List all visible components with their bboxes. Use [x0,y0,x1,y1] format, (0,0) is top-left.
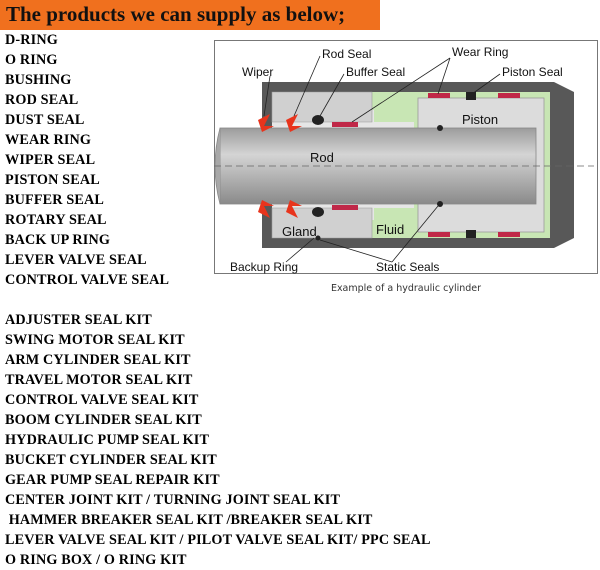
label-piston: Piston [462,112,498,127]
piston-seal-bottom [466,230,476,238]
static-seal-piston-bottom [437,201,443,207]
banner-title: The products we can supply as below; [6,2,346,26]
kit-list-item: HYDRAULIC PUMP SEAL KIT [5,432,210,448]
kit-list-item: CENTER JOINT KIT / TURNING JOINT SEAL KI… [5,492,341,508]
gland-wear-ring-top [332,122,358,127]
leader-lines [263,55,501,263]
piston-wear-ring-top-2 [498,93,520,98]
seal-list-item: WIPER SEAL [5,152,96,168]
hydraulic-cylinder-diagram: Rod Seal Wear Ring Wiper Buffer Seal Pis… [214,40,598,302]
seal-product-list: D-RING O RING BUSHING ROD SEAL DUST SEAL WEAR… [5,30,169,290]
header-banner: The products we can supply as below; [0,0,380,30]
label-backup-ring: Backup Ring [230,260,298,274]
seal-list-item: CONTROL VALVE SEAL [5,272,170,288]
seal-list-item: ROTARY SEAL [5,212,107,228]
seal-list-item: BACK UP RING [5,232,111,248]
label-buffer-seal: Buffer Seal [346,65,405,79]
kit-list-item: SWING MOTOR SEAL KIT [5,332,185,348]
static-seal-piston-top [437,125,443,131]
kit-product-list: ADJUSTER SEAL KIT SWING MOTOR SEAL KIT ARM… [5,310,431,570]
seal-list-item: BUSHING [5,72,72,88]
static-seal-gland [315,235,321,241]
piston-wear-ring-top-1 [428,93,450,98]
seal-list-item: BUFFER SEAL [5,192,105,208]
seal-list-item: O RING [5,52,58,68]
cylinder-illustration: Rod Seal Wear Ring Wiper Buffer Seal Pis… [214,40,598,274]
kit-list-item: LEVER VALVE SEAL KIT / PILOT VALVE SEAL … [5,532,431,548]
diagram-caption: Example of a hydraulic cylinder [330,283,482,294]
label-wiper: Wiper [242,65,273,79]
piston-seal-top [466,92,476,100]
wiper-seal-top [258,114,274,132]
rod-seal-bottom [286,200,302,218]
seal-list-item: DUST SEAL [5,112,85,128]
kit-list-item: TRAVEL MOTOR SEAL KIT [5,372,193,388]
kit-list-item: BUCKET CYLINDER SEAL KIT [5,452,217,468]
seal-list-item: LEVER VALVE SEAL [5,252,147,268]
kit-list-item: ADJUSTER SEAL KIT [5,312,152,328]
seal-list-item: D-RING [5,32,58,48]
label-rod: Rod [310,150,334,165]
seal-list-item: PISTON SEAL [5,172,100,188]
kit-list-item: CONTROL VALVE SEAL KIT [5,392,199,408]
kit-list-item: BOOM CYLINDER SEAL KIT [5,412,202,428]
label-static-seals: Static Seals [376,260,439,274]
kit-list-item: ARM CYLINDER SEAL KIT [5,352,191,368]
rod [219,127,537,205]
label-gland: Gland [282,224,317,239]
label-fluid: Fluid [376,222,404,237]
seal-list-item: ROD SEAL [5,92,79,108]
label-piston-seal: Piston Seal [502,65,563,79]
buffer-seal-top [312,115,324,125]
buffer-seal-bottom [312,207,324,217]
kit-list-item: O RING BOX / O RING KIT [5,552,187,568]
rod-seal-top [286,114,302,132]
piston-wear-ring-bottom-1 [428,232,450,237]
label-wear-ring: Wear Ring [452,45,508,59]
kit-list-item: GEAR PUMP SEAL REPAIR KIT [5,472,220,488]
gland-wear-ring-bottom [332,205,358,210]
seal-list-item: WEAR RING [5,132,92,148]
label-rod-seal: Rod Seal [322,47,371,61]
piston-wear-ring-bottom-2 [498,232,520,237]
kit-list-item: HAMMER BREAKER SEAL KIT /BREAKER SEAL KI… [5,512,373,528]
wiper-seal-bottom [258,200,274,218]
